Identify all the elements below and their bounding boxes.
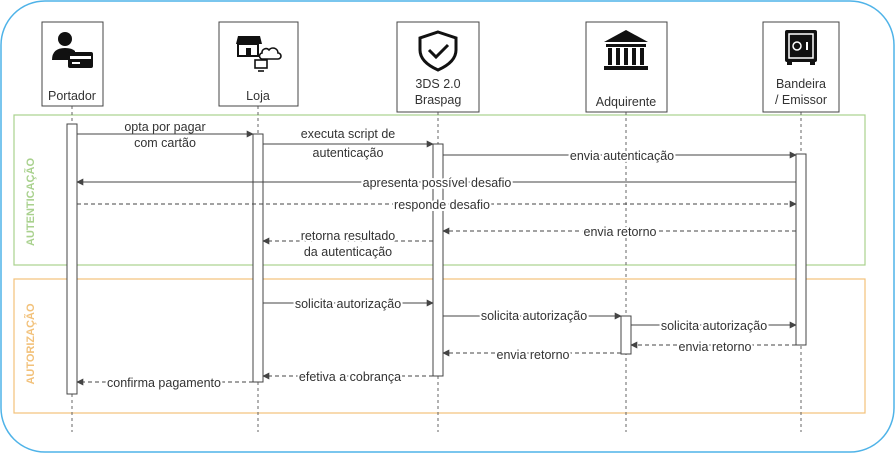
activation-loja <box>252 133 264 383</box>
svg-text:solicita autorização: solicita autorização <box>481 309 587 323</box>
participant-portador-label: Portador <box>48 89 96 103</box>
svg-text:opta por pagar: opta por pagar <box>124 120 205 134</box>
bank-icon <box>604 30 648 70</box>
svg-text:executa script de: executa script de <box>301 127 396 141</box>
svg-text:solicita autorização: solicita autorização <box>661 319 767 333</box>
participant-adquirente-label: Adquirente <box>596 95 657 109</box>
svg-text:solicita autorização: solicita autorização <box>295 297 401 311</box>
message-7: retorna resultado da autenticação <box>262 227 433 259</box>
svg-text:envia retorno: envia retorno <box>679 340 752 354</box>
safe-icon <box>785 30 817 65</box>
svg-text:confirma pagamento: confirma pagamento <box>107 376 221 390</box>
svg-text:da autenticação: da autenticação <box>304 245 392 259</box>
message-14: confirma pagamento <box>76 374 253 392</box>
svg-text:autenticação: autenticação <box>313 146 384 160</box>
message-5: responde desafio <box>77 196 797 214</box>
store-cloud-icon <box>236 36 282 72</box>
activation-portador <box>66 123 78 395</box>
message-11: envia retorno <box>630 338 796 356</box>
phase-autenticacao-label: AUTENTICAÇÃO <box>24 158 37 246</box>
message-8: solicita autorização <box>263 295 434 313</box>
activation-3ds <box>432 143 444 377</box>
message-4: apresenta possível desafio <box>76 174 796 192</box>
participant-3ds: 3DS 2.0 Braspag <box>396 21 480 113</box>
svg-text:efetiva a cobrança: efetiva a cobrança <box>299 370 401 384</box>
svg-text:apresenta possível desafio: apresenta possível desafio <box>363 176 512 190</box>
activations <box>66 123 807 395</box>
participant-adquirente: Adquirente <box>585 21 668 113</box>
message-2: executa script de autenticação <box>263 127 434 160</box>
message-10: solicita autorização <box>631 317 797 335</box>
message-1: opta por pagar com cartão <box>77 120 254 150</box>
participant-3ds-box <box>396 21 480 113</box>
svg-text:com cartão: com cartão <box>134 136 196 150</box>
message-9: solicita autorização <box>443 307 622 325</box>
svg-text:envia retorno: envia retorno <box>497 348 570 362</box>
phase-autorizacao-label: AUTORIZAÇÃO <box>24 303 37 385</box>
participant-portador: Portador <box>41 21 104 107</box>
message-6: envia retorno <box>442 223 796 241</box>
svg-text:envia retorno: envia retorno <box>584 225 657 239</box>
participant-3ds-label-line1: 3DS 2.0 <box>415 77 460 91</box>
participant-bandeira-label-line1: Bandeira <box>776 77 826 91</box>
participant-loja-label: Loja <box>246 89 270 103</box>
participant-loja: Loja <box>218 21 299 107</box>
person-card-icon <box>52 32 93 68</box>
activation-bandeira <box>795 153 807 346</box>
messages: opta por pagar com cartão executa script… <box>76 120 797 392</box>
participant-bandeira: Bandeira / Emissor <box>762 21 840 113</box>
message-13: efetiva a cobrança <box>262 368 433 386</box>
svg-text:envia autenticação: envia autenticação <box>570 149 674 163</box>
svg-text:retorna resultado: retorna resultado <box>301 229 396 243</box>
shield-check-icon <box>418 30 458 72</box>
participant-3ds-label-line2: Braspag <box>415 93 462 107</box>
message-12: envia retorno <box>442 346 621 364</box>
svg-text:responde desafio: responde desafio <box>394 198 490 212</box>
participant-bandeira-label-line2: / Emissor <box>775 93 827 107</box>
message-3: envia autenticação <box>443 147 797 165</box>
activation-adquirente <box>620 315 632 355</box>
